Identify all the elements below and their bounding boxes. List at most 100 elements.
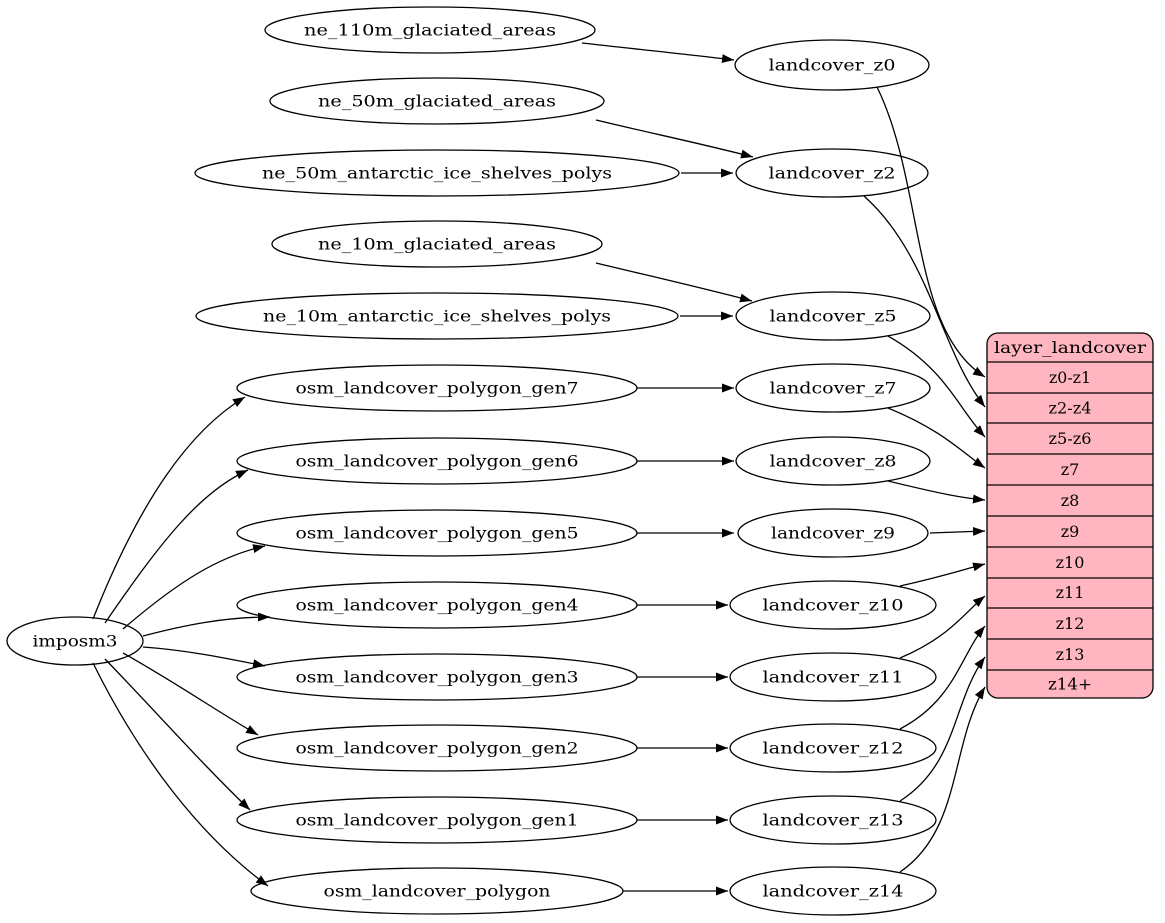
node-ellipse-landcover-z12 <box>729 723 937 773</box>
node-landcover-z10: landcover_z10 <box>729 580 937 630</box>
edge-imposm3-to-gen5 <box>122 544 266 630</box>
table-layer-landcover: layer_landcover z0-z1 z2-z4 z5-z6 z7 z8 … <box>986 332 1154 699</box>
edge-landcover-z14-to-row-z14plus <box>899 686 986 873</box>
node-landcover-z8: landcover_z8 <box>735 436 931 486</box>
node-ne-50m-glaciated-areas: ne_50m_glaciated_areas <box>269 77 605 125</box>
table-row-z14plus: z14+ <box>1048 675 1092 694</box>
node-label-landcover-z11: landcover_z11 <box>763 668 904 687</box>
node-ne-10m-antarctic-ice-shelves-polys: ne_10m_antarctic_ice_shelves_polys <box>195 292 679 340</box>
edge-imposm3-to-gen1 <box>104 658 251 811</box>
table-row-z5-z6: z5-z6 <box>1049 429 1092 448</box>
node-ne-10m-glaciated-areas: ne_10m_glaciated_areas <box>271 220 603 268</box>
node-ellipse-ne-10m-antarctic-ice-shelves-polys <box>195 292 679 340</box>
edge-landcover-z2-to-row-z2-z4 <box>863 195 986 408</box>
node-label-osm-landcover-polygon-gen7: osm_landcover_polygon_gen7 <box>296 379 579 398</box>
node-ellipse-ne-50m-antarctic-ice-shelves-polys <box>194 149 680 197</box>
edge-ne50g-to-landcover-z2 <box>595 119 754 159</box>
node-label-ne-50m-antarctic-ice-shelves-polys: ne_50m_antarctic_ice_shelves_polys <box>262 164 612 183</box>
edge-imposm3-to-gen7 <box>92 396 246 620</box>
node-ellipse-landcover-z8 <box>735 436 931 486</box>
node-ellipse-landcover-z7 <box>735 363 931 413</box>
node-osm-landcover-polygon-gen4: osm_landcover_polygon_gen4 <box>236 581 638 629</box>
table-row-z11: z11 <box>1056 583 1085 602</box>
node-landcover-z13: landcover_z13 <box>729 795 937 845</box>
table-row-z10: z10 <box>1056 553 1085 572</box>
node-landcover-z7: landcover_z7 <box>735 363 931 413</box>
node-ellipse-landcover-z14 <box>729 866 937 916</box>
node-label-osm-landcover-polygon-gen6: osm_landcover_polygon_gen6 <box>296 452 579 471</box>
node-ellipse-landcover-z2 <box>735 148 929 198</box>
node-label-landcover-z8: landcover_z8 <box>770 452 897 471</box>
node-landcover-z2: landcover_z2 <box>735 148 929 198</box>
node-imposm3: imposm3 <box>6 616 144 666</box>
edge-landcover-z0-to-row-z0-z1 <box>876 86 986 378</box>
node-ellipse-landcover-z5 <box>735 291 931 341</box>
node-ellipse-ne-50m-glaciated-areas <box>269 77 605 125</box>
node-osm-landcover-polygon-gen7: osm_landcover_polygon_gen7 <box>236 364 638 412</box>
node-osm-landcover-polygon-gen2: osm_landcover_polygon_gen2 <box>236 724 638 772</box>
node-label-imposm3: imposm3 <box>33 632 118 651</box>
edge-imposm3-to-gen4 <box>142 612 271 637</box>
edge-imposm3-to-gen6 <box>104 469 249 624</box>
node-label-osm-landcover-polygon-gen3: osm_landcover_polygon_gen3 <box>296 668 579 687</box>
node-landcover-z0: landcover_z0 <box>734 39 930 91</box>
node-label-osm-landcover-polygon-gen2: osm_landcover_polygon_gen2 <box>296 739 579 758</box>
node-label-landcover-z9: landcover_z9 <box>771 524 895 543</box>
node-label-landcover-z12: landcover_z12 <box>763 739 904 758</box>
table-title: layer_landcover <box>994 338 1146 357</box>
node-ne-50m-antarctic-ice-shelves-polys: ne_50m_antarctic_ice_shelves_polys <box>194 149 680 197</box>
edge-landcover-z10-to-row-z10 <box>899 562 986 587</box>
table-row-z9: z9 <box>1061 522 1080 541</box>
edge-landcover-z13-to-row-z13 <box>899 656 986 802</box>
node-ellipse-landcover-z0 <box>734 39 930 91</box>
node-ellipse-landcover-z13 <box>729 795 937 845</box>
node-label-landcover-z0: landcover_z0 <box>769 56 896 75</box>
edge-landcover-z9-to-row-z9 <box>929 526 986 536</box>
table-row-z2-z4: z2-z4 <box>1049 399 1092 418</box>
node-osm-landcover-polygon-gen3: osm_landcover_polygon_gen3 <box>236 653 638 701</box>
node-label-osm-landcover-polygon-gen4: osm_landcover_polygon_gen4 <box>296 596 579 615</box>
table-row-z8: z8 <box>1061 491 1080 510</box>
node-landcover-z12: landcover_z12 <box>729 723 937 773</box>
node-osm-landcover-polygon-gen6: osm_landcover_polygon_gen6 <box>236 437 638 485</box>
edge-imposm3-to-gen3 <box>142 646 266 669</box>
node-label-landcover-z7: landcover_z7 <box>770 379 897 398</box>
edge-ne110-to-landcover-z0 <box>581 42 735 64</box>
node-label-landcover-z2: landcover_z2 <box>769 164 896 183</box>
node-ellipse-landcover-z11 <box>729 652 937 702</box>
node-label-landcover-z10: landcover_z10 <box>763 596 904 615</box>
node-ellipse-landcover-z9 <box>737 508 929 558</box>
node-landcover-z14: landcover_z14 <box>729 866 937 916</box>
edge-ne10g-to-landcover-z5 <box>595 262 753 303</box>
node-osm-landcover-polygon-gen5: osm_landcover_polygon_gen5 <box>236 509 638 557</box>
node-label-osm-landcover-polygon-gen1: osm_landcover_polygon_gen1 <box>296 811 579 830</box>
edge-landcover-z5-to-row-z5-z6 <box>887 335 986 438</box>
table-row-z12: z12 <box>1056 614 1085 633</box>
node-landcover-z5: landcover_z5 <box>735 291 931 341</box>
node-label-ne-10m-antarctic-ice-shelves-polys: ne_10m_antarctic_ice_shelves_polys <box>263 307 611 326</box>
edge-landcover-z7-to-row-z7 <box>887 407 986 469</box>
edge-imposm3-to-polygon <box>92 662 269 887</box>
node-ellipse-ne-110m-glaciated-areas <box>264 6 596 54</box>
node-label-landcover-z5: landcover_z5 <box>770 307 897 326</box>
edge-imposm3-to-gen2 <box>122 652 259 736</box>
table-row-z13: z13 <box>1056 645 1085 664</box>
table-row-z7: z7 <box>1061 460 1080 479</box>
table-row-z0-z1: z0-z1 <box>1049 368 1091 387</box>
node-label-ne-10m-glaciated-areas: ne_10m_glaciated_areas <box>318 235 556 254</box>
edge-landcover-z12-to-row-z12 <box>899 625 986 730</box>
node-label-osm-landcover-polygon-gen5: osm_landcover_polygon_gen5 <box>296 524 579 543</box>
edge-landcover-z8-to-row-z8 <box>887 480 986 504</box>
node-label-osm-landcover-polygon: osm_landcover_polygon <box>324 882 551 901</box>
edge-landcover-z11-to-row-z11 <box>899 595 986 659</box>
node-landcover-z11: landcover_z11 <box>729 652 937 702</box>
node-landcover-z9: landcover_z9 <box>737 508 929 558</box>
node-label-ne-110m-glaciated-areas: ne_110m_glaciated_areas <box>304 21 556 40</box>
node-osm-landcover-polygon-gen1: osm_landcover_polygon_gen1 <box>236 796 638 844</box>
node-ellipse-landcover-z10 <box>729 580 937 630</box>
node-label-ne-50m-glaciated-areas: ne_50m_glaciated_areas <box>318 92 556 111</box>
node-label-landcover-z13: landcover_z13 <box>763 811 904 830</box>
node-osm-landcover-polygon: osm_landcover_polygon <box>250 867 624 915</box>
